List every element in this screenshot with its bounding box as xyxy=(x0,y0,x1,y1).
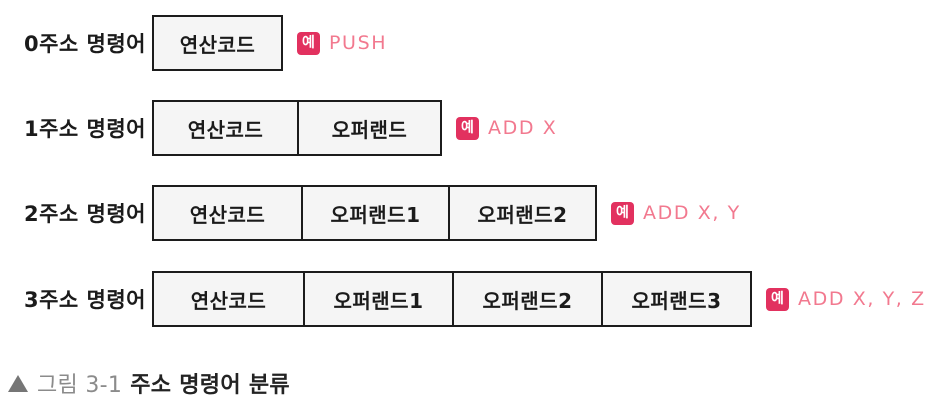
instruction-format-boxes-0: 연산코드 xyxy=(152,15,283,71)
field-cell-operand-2: 오퍼랜드2 xyxy=(448,187,595,239)
instruction-format-boxes-1: 연산코드 오퍼랜드 xyxy=(152,100,442,156)
example-text-2: ADD X, Y xyxy=(643,202,741,224)
instruction-format-boxes-2: 연산코드 오퍼랜드1 오퍼랜드2 xyxy=(152,185,597,241)
diagram-row-3-address: 3주소 명령어 연산코드 오퍼랜드1 오퍼랜드2 오퍼랜드3 예 ADD X, … xyxy=(0,271,926,327)
example-annotation-0: 예 PUSH xyxy=(297,31,388,55)
example-badge-icon: 예 xyxy=(297,31,320,55)
field-cell-operand: 오퍼랜드 xyxy=(297,102,440,154)
row-label-1: 1주소 명령어 xyxy=(23,117,146,141)
example-badge-icon: 예 xyxy=(456,116,479,140)
caption-title: 주소 명령어 분류 xyxy=(130,373,290,398)
field-cell-opcode: 연산코드 xyxy=(179,32,256,57)
row-label-0: 0주소 명령어 xyxy=(23,32,146,56)
figure-caption: 그림 3-1 주소 명령어 분류 xyxy=(8,367,290,399)
field-cell-opcode: 연산코드 xyxy=(187,117,264,142)
triangle-up-icon xyxy=(8,374,28,392)
field-cell-opcode: 연산코드 xyxy=(189,202,266,227)
row-label-2: 2주소 명령어 xyxy=(23,202,146,226)
example-text-1: ADD X xyxy=(488,117,558,139)
diagram-row-0-address: 0주소 명령어 연산코드 예 PUSH xyxy=(0,15,387,71)
diagram-row-1-address: 1주소 명령어 연산코드 오퍼랜드 예 ADD X xyxy=(0,100,557,156)
field-cell-operand-1: 오퍼랜드1 xyxy=(301,187,448,239)
field-cell-operand-2: 오퍼랜드2 xyxy=(452,273,601,325)
example-text-0: PUSH xyxy=(329,32,388,54)
example-badge-icon: 예 xyxy=(766,287,789,311)
field-cell-operand-1: 오퍼랜드1 xyxy=(303,273,452,325)
instruction-format-boxes-3: 연산코드 오퍼랜드1 오퍼랜드2 오퍼랜드3 xyxy=(152,271,752,327)
field-cell-operand-3: 오퍼랜드3 xyxy=(601,273,750,325)
caption-number: 그림 3-1 xyxy=(37,373,123,398)
field-cell-opcode: 연산코드 xyxy=(190,288,267,313)
example-annotation-1: 예 ADD X xyxy=(456,116,558,140)
example-annotation-3: 예 ADD X, Y, Z xyxy=(766,287,926,311)
diagram-row-2-address: 2주소 명령어 연산코드 오퍼랜드1 오퍼랜드2 예 ADD X, Y xyxy=(0,185,741,241)
row-label-3: 3주소 명령어 xyxy=(23,288,146,312)
example-badge-icon: 예 xyxy=(611,201,634,225)
example-annotation-2: 예 ADD X, Y xyxy=(611,201,741,225)
example-text-3: ADD X, Y, Z xyxy=(798,288,926,310)
